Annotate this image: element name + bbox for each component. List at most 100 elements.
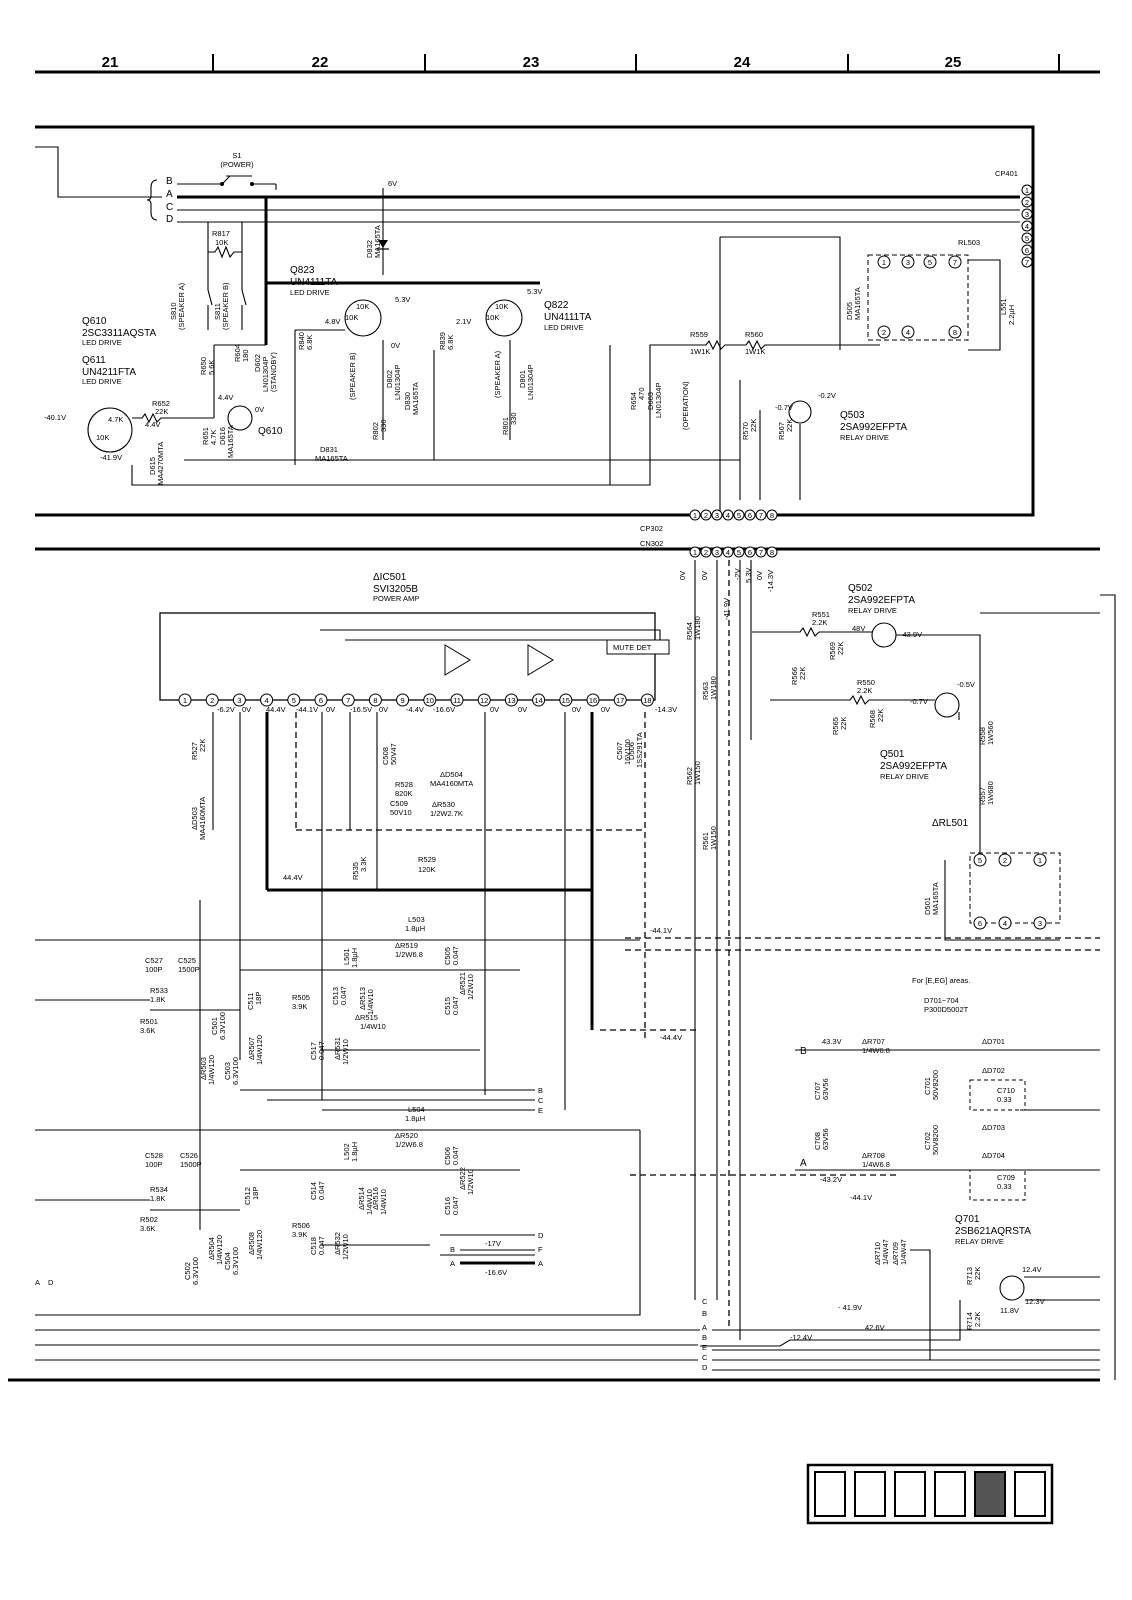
c516-value: 0.047 (451, 1196, 460, 1215)
cp401-pin-7: 7 (1025, 258, 1029, 267)
r507-ref: ΔR507 (247, 1037, 256, 1060)
rl501-pin-1-circle (1033, 853, 1047, 867)
c511-ref: C511 (246, 993, 255, 1010)
q822-part: UN4111TA (544, 312, 592, 323)
q503-vc: -0.2V (818, 391, 836, 400)
note-range: D701~704 (924, 996, 959, 1005)
q823-v48: 4.8V (325, 317, 340, 326)
d615-part: MA4270MTA (156, 442, 165, 485)
d802-part: LN01304P (393, 365, 402, 400)
c517-value: 0.047 (317, 1041, 326, 1060)
r551-value: 2.2K (812, 618, 827, 627)
r502-value: 3.6K (140, 1224, 155, 1233)
left-d: D (48, 1278, 54, 1287)
cn302-v4: -2V (733, 568, 742, 580)
v-m419b: - 41.9V (838, 1303, 862, 1312)
d801-ref: D801 (518, 370, 527, 388)
rl503-pin-1-circle (877, 255, 891, 269)
r514-value: 1/4W10 (365, 1189, 374, 1215)
grid-col-23: 23 (523, 54, 540, 71)
c512-ref: C512 (243, 1187, 252, 1205)
r505-value: 3.9K (292, 1002, 307, 1011)
cp302-ref: CP302 (640, 524, 663, 533)
q610-part: 2SC3311AQSTA (82, 328, 156, 339)
d802-name: (SPEAKER B) (348, 352, 357, 400)
q823-v53: 5.3V (395, 295, 410, 304)
ic501-v9: -4.4V (406, 705, 424, 714)
cp302-pin-3: 3 (715, 511, 719, 520)
mute-det-block: MUTE DET (613, 643, 652, 652)
rl501-pin-6-circle (973, 916, 987, 930)
q823-r2: 10K (345, 313, 358, 322)
r508-ref: ΔR508 (247, 1232, 256, 1255)
q701-ref: Q701 (955, 1214, 980, 1225)
d832-ref: D832 (365, 240, 374, 258)
r604-value: 180 (241, 349, 250, 362)
relay-drive-q701: Q701 2SB621AQRSTA RELAY DRIVE ΔR710 1/4W… (700, 1214, 1100, 1360)
r519-value: 1/2W6.8 (395, 950, 423, 959)
l504-value: 1.8µH (405, 1114, 425, 1123)
cn302-pin-2: 2 (704, 548, 708, 557)
v-433: 43.3V (822, 1037, 842, 1046)
ic501-pin-9: 9 (401, 696, 405, 705)
r651-ref: R651 (201, 427, 210, 445)
c710-value: 0.33 (997, 1095, 1012, 1104)
q611-r2: 10K (96, 433, 109, 442)
cn302-pin-5-circle (733, 546, 745, 558)
cp401-pin-6-circle (1021, 244, 1033, 256)
cn302-v2: 0V (700, 571, 709, 580)
r522-value: 1/2W10 (466, 1169, 475, 1195)
c708-ref: C708 (813, 1132, 822, 1150)
rl503-pin-7: 7 (953, 258, 957, 267)
bus-letter-c: C (166, 202, 173, 213)
d603-ref: D603 (646, 392, 655, 410)
ic501-pin-4: 4 (265, 696, 269, 705)
c707-ref: C707 (813, 1082, 822, 1100)
r707-ref: ΔR707 (862, 1037, 885, 1046)
ic501-pin-13: 13 (507, 696, 515, 705)
ic501-v18: -14.3V (655, 705, 677, 714)
q501-role: RELAY DRIVE (880, 772, 929, 781)
c508-ref: C508 (381, 747, 390, 765)
ic501-pin-18: 18 (643, 696, 651, 705)
ic501-pin-7-circle (341, 693, 355, 707)
s811-ref: S811 (213, 303, 222, 320)
r566-ref: R566 (790, 667, 799, 685)
rail-m444: -44.4V (660, 1033, 682, 1042)
ic501-pin-6-circle (314, 693, 328, 707)
r558-ref: R558 (978, 727, 987, 745)
ic501-pin-10: 10 (426, 696, 434, 705)
cp401-pin-4-circle (1021, 220, 1033, 232)
v-m441: -44.1V (850, 1193, 872, 1202)
c701-value: 50V8200 (931, 1070, 940, 1100)
cp401-ref: CP401 (995, 169, 1018, 178)
r557-value: 1W680 (986, 781, 995, 805)
cn302-pin-6: 6 (748, 548, 752, 557)
bb-b: B (702, 1309, 707, 1318)
q501-vb: -0.7V (910, 697, 928, 706)
q610-ref: Q610 (82, 316, 107, 327)
ic501-v7: -16.5V (350, 705, 372, 714)
q503-part: 2SA992EFPTA (840, 422, 907, 433)
c709-value: 0.33 (997, 1182, 1012, 1191)
v-44b: 4.4V (218, 393, 233, 402)
r519-ref: ΔR519 (395, 941, 418, 950)
r564-value: 1W180 (693, 616, 702, 640)
q822-v53: 5.3V (527, 287, 542, 296)
q503-ref: Q503 (840, 410, 865, 421)
r654-ref: R654 (629, 392, 638, 410)
ic501-pin-15: 15 (562, 696, 570, 705)
d830-part: MA165TA (411, 382, 420, 415)
c527-value: 100P (145, 965, 163, 974)
bus-letter-d: D (166, 214, 173, 225)
cn302-pin-8-circle (766, 546, 778, 558)
v-44a: 4.4V (145, 420, 160, 429)
ic501-pin-7: 7 (346, 696, 350, 705)
d503-ref: ΔD503 (190, 807, 199, 830)
r501-value: 3.6K (140, 1026, 155, 1035)
r710-value: 1/4W47 (881, 1239, 890, 1265)
cp401-pin-1-circle (1021, 184, 1033, 196)
q823-v0: 0V (391, 341, 400, 350)
l551-ref: L551 (999, 298, 1008, 315)
